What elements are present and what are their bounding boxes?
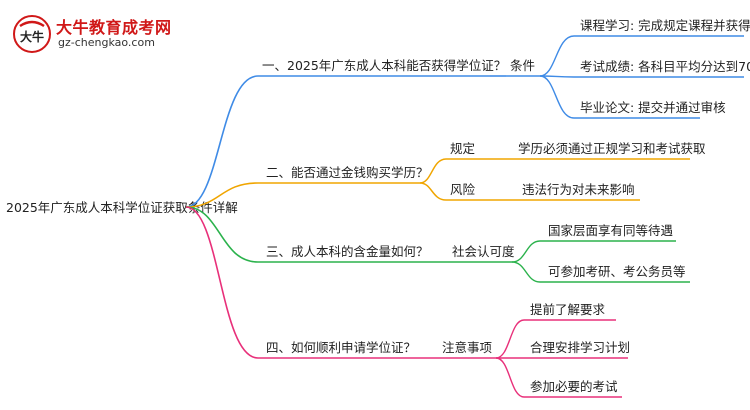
branch-4-label: 四、如何顺利申请学位证？ xyxy=(266,340,416,355)
logo-mark-text: 大牛 xyxy=(20,29,44,44)
branch-4-leaf-2: 合理安排学习计划 xyxy=(530,340,630,355)
branch-2-sub-2-label: 风险 xyxy=(450,182,476,197)
branch-1-label: 一、2025年广东成人本科能否获得学位证？ xyxy=(262,58,506,73)
branch-1-leaf-2: 考试成绩: 各科目平均分达到70分以上 xyxy=(580,59,750,74)
branch-3: 三、成人本科的含金量如何？ 社会认可度 国家层面享有同等待遇 可参加考研、考公务… xyxy=(185,206,690,283)
branch-2-label: 二、能否通过金钱购买学历？ xyxy=(266,165,429,180)
site-logo[interactable]: 大牛 大牛教育成考网 gz-chengkao.com xyxy=(12,14,202,54)
branch-1-leaf-3-connector xyxy=(539,75,575,119)
branch-4: 四、如何顺利申请学位证？ 注意事项 提前了解要求 合理安排学习计划 参加必要的考… xyxy=(185,206,630,398)
branch-4-connector xyxy=(185,206,259,359)
logo-title: 大牛教育成考网 xyxy=(56,18,172,37)
branch-3-leaf-2: 可参加考研、考公务员等 xyxy=(548,264,686,279)
branch-1: 一、2025年广东成人本科能否获得学位证？ 条件 课程学习: 完成规定课程并获得… xyxy=(185,18,750,208)
branch-4-leaf-1-connector xyxy=(495,319,525,359)
branch-3-leaf-1-connector xyxy=(511,240,541,263)
branch-1-leaf-3: 毕业论文: 提交并通过审核 xyxy=(580,100,726,115)
branch-2-sub-1-label: 规定 xyxy=(450,141,475,156)
branch-3-leaf-1: 国家层面享有同等待遇 xyxy=(548,223,673,238)
branch-2-connector xyxy=(185,182,259,208)
branch-1-leaf-1: 课程学习: 完成规定课程并获得学分 xyxy=(580,18,750,33)
branch-4-leaf-3: 参加必要的考试 xyxy=(530,379,618,394)
branch-2-sub-1-connector xyxy=(419,158,447,184)
branch-2-leaf-1: 学历必须通过正规学习和考试获取 xyxy=(518,141,706,156)
branch-3-leaf-2-connector xyxy=(511,261,541,283)
branch-3-connector xyxy=(185,206,259,263)
branch-3-label: 三、成人本科的含金量如何？ xyxy=(266,244,429,259)
branch-4-sub-label: 注意事项 xyxy=(442,340,492,355)
logo-url: gz-chengkao.com xyxy=(58,36,155,49)
branch-2: 二、能否通过金钱购买学历？ 规定 学历必须通过正规学习和考试获取 风险 违法行为… xyxy=(185,141,706,208)
branch-3-sub-label: 社会认可度 xyxy=(452,244,515,259)
logo-mark-icon: 大牛 xyxy=(13,15,51,53)
branch-1-connector xyxy=(185,75,259,208)
branch-4-leaf-1: 提前了解要求 xyxy=(530,302,606,317)
branch-1-sub-label: 条件 xyxy=(510,58,535,73)
branch-1-leaf-1-connector xyxy=(539,35,575,77)
branch-2-sub-2-connector xyxy=(419,182,447,201)
branch-4-leaf-3-connector xyxy=(495,357,525,398)
branch-2-leaf-2: 违法行为对未来影响 xyxy=(522,182,635,197)
root-node: 2025年广东成人本科学位证获取条件详解 xyxy=(6,200,238,215)
